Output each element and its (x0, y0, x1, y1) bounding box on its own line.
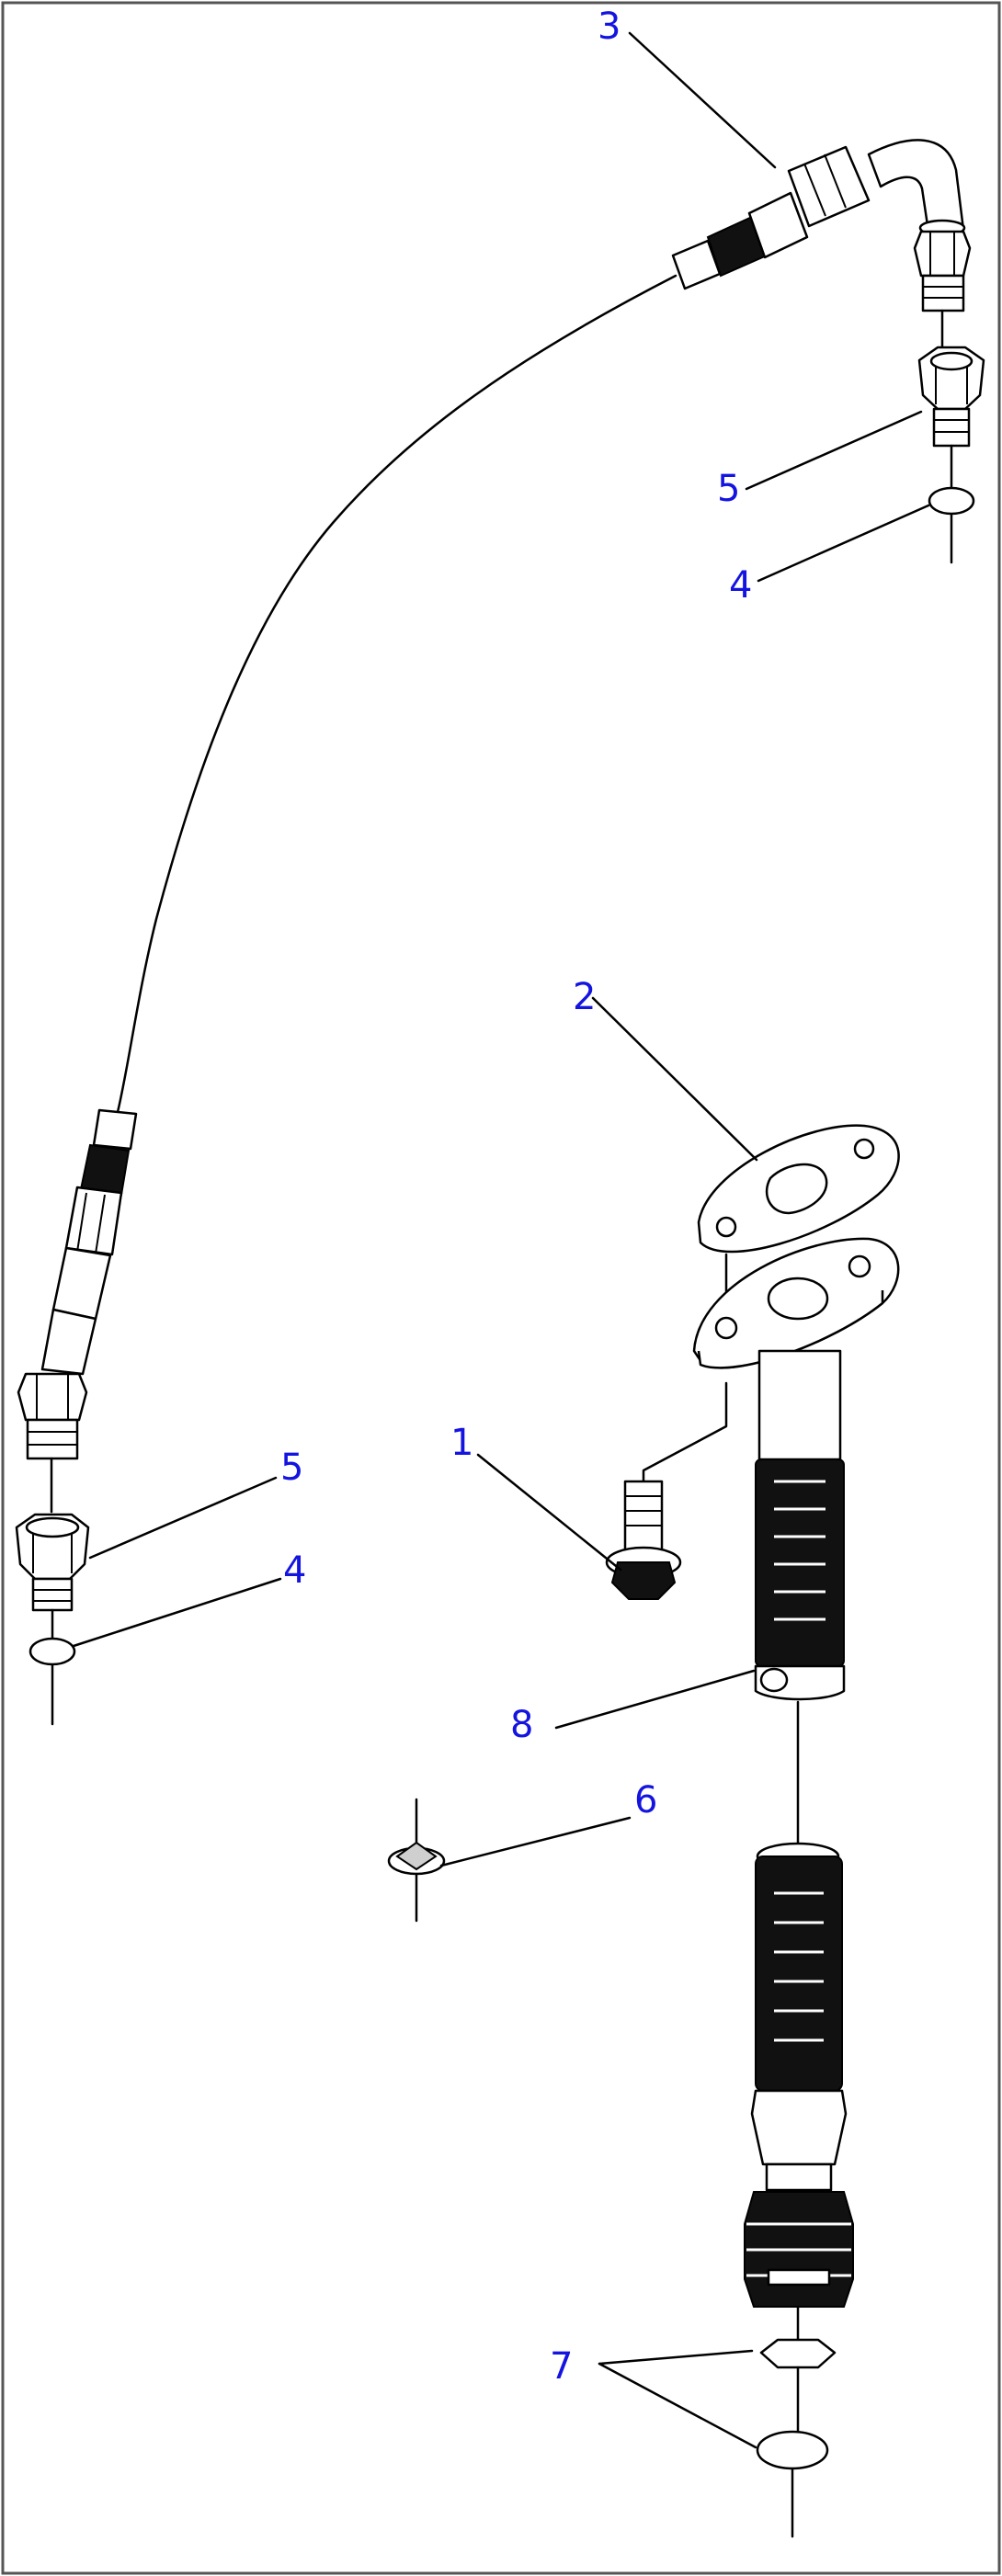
gasket-ring-4-bottom (28, 1637, 76, 1726)
o-ring-7 (756, 2338, 837, 2538)
callout-6: 6 (634, 1779, 657, 1821)
callout-2: 2 (573, 976, 596, 1018)
callout-5-bottom: 5 (280, 1447, 303, 1489)
callout-4-bottom: 4 (283, 1549, 306, 1592)
bolt-1 (605, 1381, 728, 1600)
connector-5-top (917, 309, 985, 489)
tube-assembly-3 (17, 139, 972, 1460)
connector-5-bottom (15, 1457, 90, 1640)
clip-6 (387, 1798, 446, 1923)
hose-8-upper (754, 1349, 846, 1851)
callout-5-top: 5 (717, 468, 740, 510)
callout-labels: 3 5 4 2 5 4 1 8 6 7 (280, 6, 752, 2388)
gasket-2-lower (692, 1237, 900, 1369)
hose-8-lower (744, 1842, 854, 2343)
callout-7: 7 (550, 2345, 573, 2388)
gasket-ring-4-top (928, 486, 975, 564)
callout-4-top: 4 (729, 564, 752, 607)
gasket-2-upper (697, 1124, 900, 1254)
callout-3: 3 (598, 6, 621, 48)
tube-top-fitting (671, 139, 972, 312)
tube-bottom-fitting (17, 1108, 138, 1460)
callout-8: 8 (510, 1704, 533, 1746)
callout-1: 1 (450, 1422, 473, 1464)
leader-lines (72, 31, 930, 2449)
